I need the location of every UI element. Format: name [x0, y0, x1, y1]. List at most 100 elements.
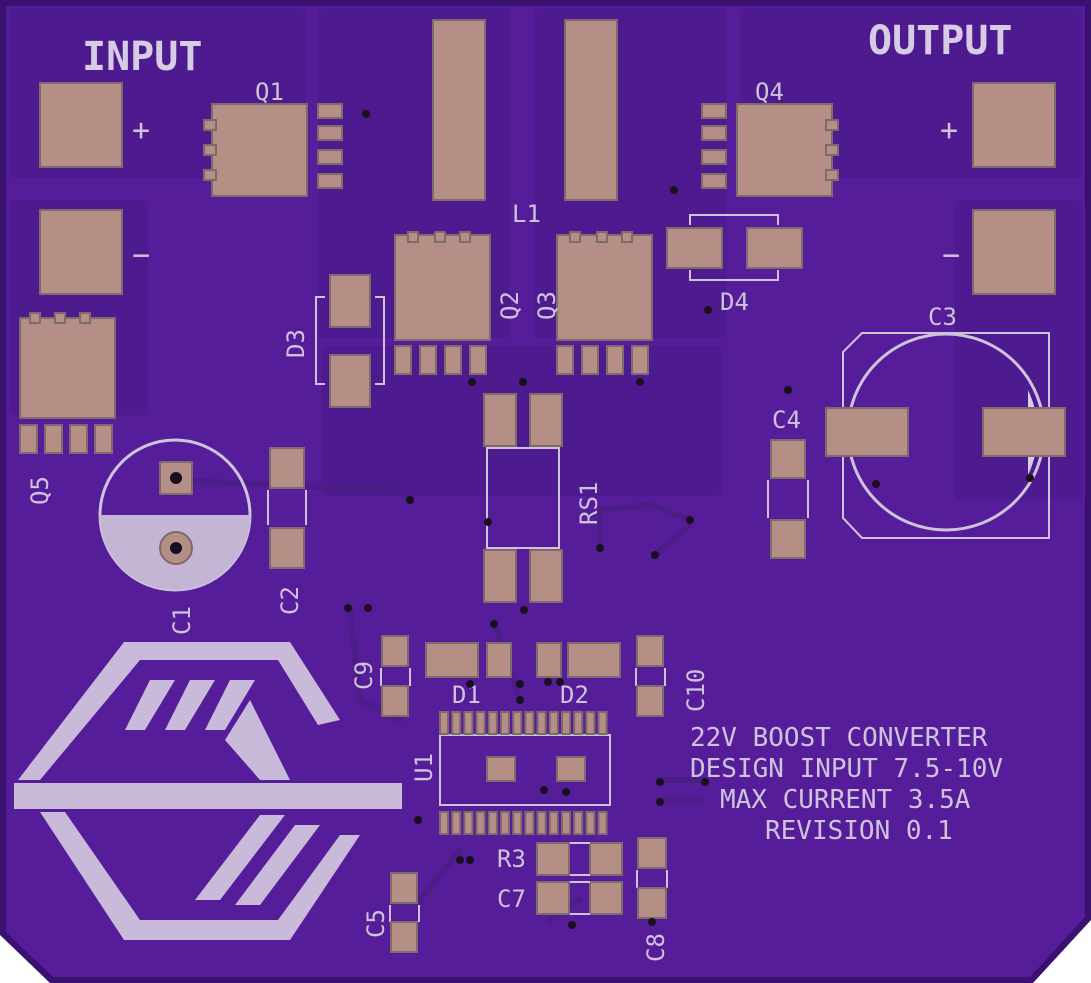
output-minus-sign: −: [942, 238, 960, 273]
via: [516, 696, 524, 704]
input-plus-pad: [39, 82, 123, 168]
via: [636, 378, 644, 386]
u1-pin: [561, 811, 571, 835]
u1-pin: [512, 711, 523, 735]
via: [596, 544, 604, 552]
u1-pin: [585, 811, 596, 835]
via: [648, 918, 656, 926]
component-q2: Q2: [394, 231, 524, 375]
svg-text:D2: D2: [560, 681, 589, 709]
u1-pin: [439, 811, 449, 835]
traces: [167, 477, 703, 923]
svg-text:Q3: Q3: [533, 291, 561, 320]
u1-pin: [500, 811, 510, 835]
output-label: OUTPUT: [868, 18, 1013, 64]
component-c1: C1: [98, 438, 252, 635]
u1-pin: [548, 811, 559, 835]
via: [784, 386, 792, 394]
u1-pin: [475, 711, 486, 735]
u1-pin: [573, 711, 584, 735]
input-label: INPUT: [82, 34, 202, 80]
component-c8: C8: [636, 837, 670, 962]
via: [520, 606, 528, 614]
svg-text:Q5: Q5: [26, 476, 54, 505]
via: [540, 786, 548, 794]
component-q4: Q4: [701, 78, 839, 197]
component-c7: C7: [497, 881, 623, 915]
via: [562, 788, 570, 796]
via: [568, 921, 576, 929]
u1-pin: [439, 711, 449, 735]
component-c9: C9: [350, 635, 411, 717]
svg-text:Q4: Q4: [755, 78, 784, 106]
via: [466, 680, 474, 688]
component-c2: C2: [267, 447, 307, 615]
via: [406, 496, 414, 504]
svg-text:D3: D3: [282, 329, 310, 358]
u1-pin: [451, 811, 462, 835]
via: [670, 186, 678, 194]
via: [466, 856, 474, 864]
u1-pin: [487, 811, 498, 835]
u1-pin: [500, 711, 510, 735]
u1-pin: [463, 811, 474, 835]
u1-pin: [536, 811, 547, 835]
via: [468, 378, 476, 386]
note-title: 22V BOOST CONVERTER: [690, 723, 988, 753]
hexagon-logo: [14, 642, 402, 940]
svg-text:RS1: RS1: [575, 482, 603, 525]
note-current: MAX CURRENT 3.5A: [720, 785, 971, 815]
u1-pin: [585, 711, 596, 735]
component-d1: D1: [425, 642, 512, 709]
via: [651, 551, 659, 559]
via: [519, 378, 527, 386]
svg-text:C8: C8: [642, 933, 670, 962]
via: [872, 480, 880, 488]
svg-text:C10: C10: [682, 669, 710, 712]
u1-pin: [487, 711, 498, 735]
output-plus-pad: [972, 82, 1056, 168]
u1-pin: [524, 811, 535, 835]
via: [364, 604, 372, 612]
vias: [344, 110, 1034, 929]
svg-text:C9: C9: [350, 661, 378, 690]
via: [484, 518, 492, 526]
component-c4: C4: [767, 406, 809, 559]
svg-text:C3: C3: [928, 303, 957, 331]
via: [362, 110, 370, 118]
component-u1: U1: [410, 711, 611, 835]
via: [544, 678, 552, 686]
svg-text:R3: R3: [497, 845, 526, 873]
u1-pin: [524, 711, 535, 735]
component-rs1: RS1: [483, 393, 603, 603]
svg-text:C7: C7: [497, 885, 526, 913]
u1-pin: [475, 811, 486, 835]
component-d2: D2: [536, 642, 621, 709]
svg-text:C5: C5: [362, 909, 390, 938]
note-input: DESIGN INPUT 7.5-10V: [690, 754, 1003, 784]
component-q5: Q5: [19, 312, 116, 505]
note-revision: REVISION 0.1: [765, 816, 953, 846]
svg-text:C1: C1: [168, 606, 196, 635]
component-c5: C5: [362, 872, 420, 953]
via: [516, 680, 524, 688]
via: [344, 604, 352, 612]
u1-pin: [597, 811, 608, 835]
u1-pin: [561, 711, 571, 735]
input-minus-pad: [39, 209, 123, 295]
u1-pin: [512, 811, 523, 835]
input-plus-sign: +: [132, 113, 150, 148]
component-d3: D3: [282, 274, 385, 408]
u1-pin: [463, 711, 474, 735]
component-r3: R3: [497, 842, 623, 876]
u1-pin: [573, 811, 584, 835]
svg-text:Q2: Q2: [496, 291, 524, 320]
component-q1: Q1: [203, 78, 343, 197]
via: [556, 678, 564, 686]
svg-text:C4: C4: [772, 406, 801, 434]
u1-pin: [536, 711, 547, 735]
svg-text:L1: L1: [512, 200, 541, 228]
output-minus-pad: [972, 209, 1056, 295]
via: [656, 778, 664, 786]
